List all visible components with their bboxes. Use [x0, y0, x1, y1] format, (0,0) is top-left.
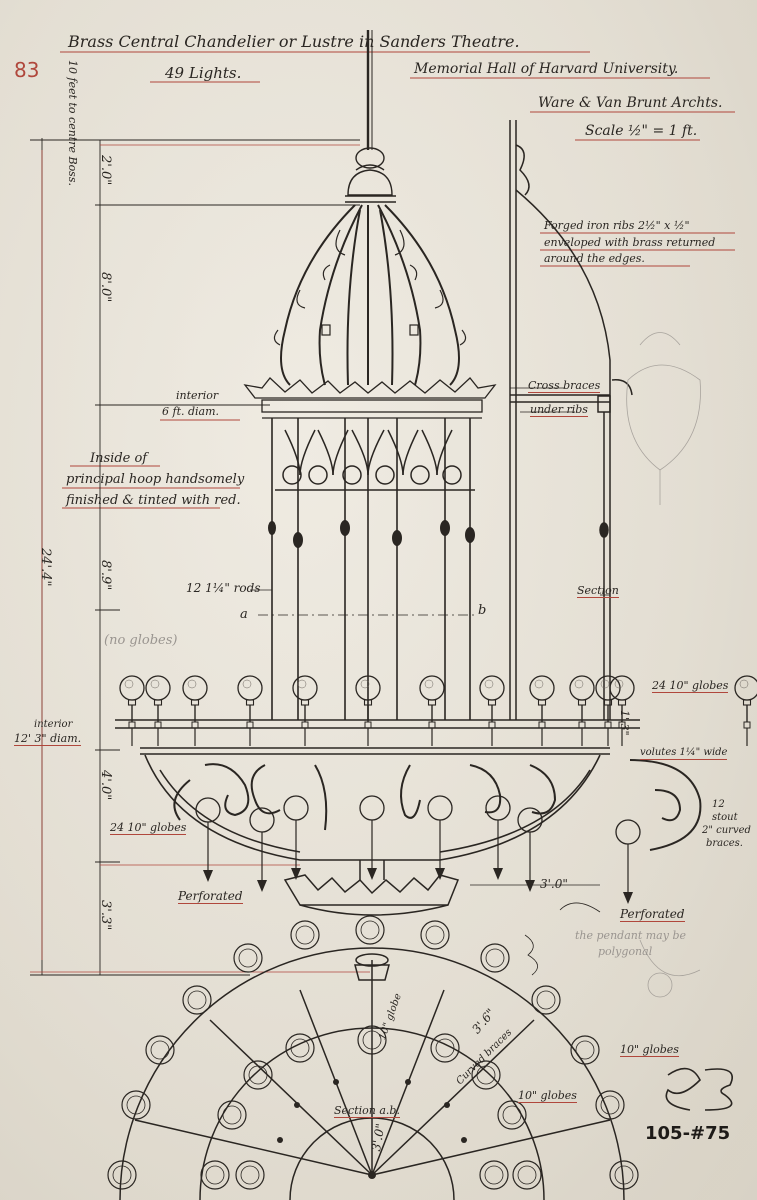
ribs-note: enveloped with brass returned	[544, 236, 716, 249]
dimension-label: 8'.0"	[98, 272, 113, 303]
architects: Ware & Van Brunt Archts.	[538, 95, 723, 111]
top-note: 10 feet to centre Boss.	[66, 60, 79, 186]
globes-count-top: 24 10" globes	[652, 679, 729, 693]
dimension-label: 3'.0"	[540, 877, 568, 891]
dimension-label: 8'.9"	[98, 560, 113, 591]
braces-note: 12	[712, 799, 725, 810]
section-mark-a: a	[240, 607, 248, 622]
section-ab-label: Section a.b.	[334, 1104, 400, 1118]
under-ribs-label: under ribs	[530, 403, 588, 417]
dimension-label: 2'.0"	[98, 155, 113, 186]
globes-label: 10" globes	[518, 1089, 577, 1103]
pencil-note: the pendant may be	[575, 929, 686, 942]
inside-note: Inside of	[90, 451, 148, 466]
ribs-note: around the edges.	[544, 252, 645, 265]
building-name: Memorial Hall of Harvard University.	[414, 61, 679, 77]
cross-braces-label: Cross braces	[528, 379, 601, 393]
dimension-label: 3'.3"	[98, 900, 113, 931]
perforated-label-left: Perforated	[178, 889, 243, 904]
title-line: Brass Central Chandelier or Lustre in Sa…	[68, 32, 520, 51]
inside-note: principal hoop handsomely	[66, 472, 245, 487]
section-mark-b: b	[478, 603, 487, 618]
interior-label: interior	[176, 389, 219, 402]
dimension-label: 24'.4"	[38, 548, 53, 587]
braces-note: braces.	[706, 838, 743, 849]
dimension-label: 1'.3"	[618, 710, 631, 736]
interior-diameter-label: interior	[34, 719, 73, 730]
globes-label: 10" globes	[620, 1043, 679, 1057]
ribs-note: Forged iron ribs 2½" x ½"	[544, 219, 690, 232]
sheet-mark: 83	[14, 58, 40, 82]
catalog-number: 105-#75	[645, 1123, 731, 1144]
scale-note: Scale ½" = 1 ft.	[585, 123, 698, 139]
perforated-label-right: Perforated	[620, 907, 685, 922]
interior-diameter: 6 ft. diam.	[162, 405, 220, 418]
inside-note: finished & tinted with red.	[66, 493, 241, 508]
braces-note: stout	[712, 812, 738, 823]
lights-count: 49 Lights.	[165, 64, 242, 82]
volutes-note: volutes 1¼" wide	[640, 747, 728, 760]
interior-diameter-value: 12' 3" diam.	[14, 732, 82, 746]
rods-label: 12 1¼" rods	[186, 581, 261, 595]
no-globes-note: (no globes)	[104, 633, 178, 648]
section-label: Section	[577, 584, 619, 598]
globes-count-middle: 24 10" globes	[110, 821, 187, 835]
braces-note: 2" curved	[702, 825, 751, 836]
pencil-note: polygonal	[598, 945, 653, 958]
dimension-label: 4'.0"	[98, 770, 113, 801]
